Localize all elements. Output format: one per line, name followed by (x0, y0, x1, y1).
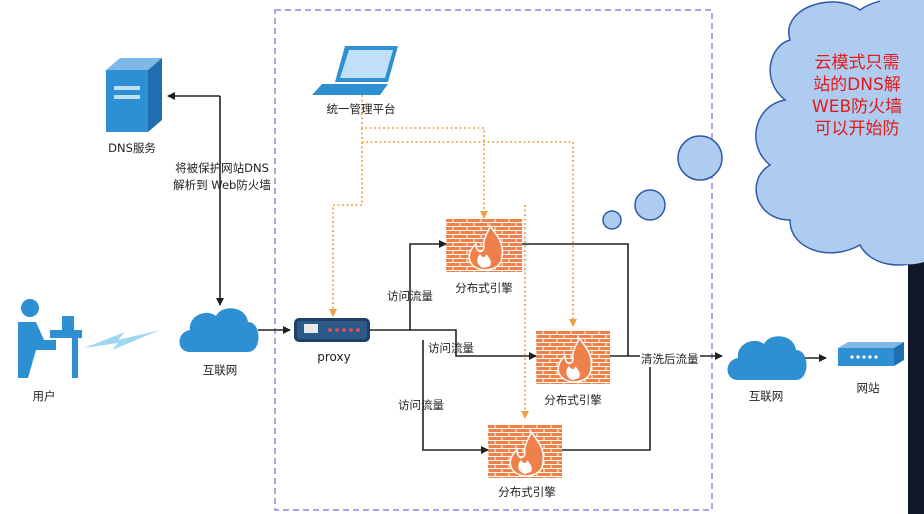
management-platform-label: 统一管理平台 (326, 102, 396, 116)
thought-cloud-edge (878, 0, 924, 265)
engine-bottom-output-line (562, 356, 651, 451)
thought-cloud-line1: 云模式只需 (814, 53, 900, 73)
mgmt-to-proxy-line (329, 142, 363, 317)
internet-right-label: 互联网 (748, 389, 784, 403)
thought-cloud-line2: 站的DNS解 (813, 75, 901, 95)
thought-bubble-large (677, 135, 723, 181)
internet-cloud-right-icon (727, 336, 807, 380)
website-label: 网站 (856, 381, 880, 395)
mgmt-to-engine-top-line (361, 95, 488, 219)
waf-boundary-frame (274, 9, 713, 511)
management-lines (329, 95, 577, 419)
firewall-engine-middle-icon (536, 330, 610, 384)
dns-server-icon (106, 58, 162, 132)
wireless-link-icon (84, 330, 160, 350)
user-icon (18, 299, 82, 378)
engine-top-output-line (522, 243, 629, 356)
firewall-engine-top-icon (446, 218, 522, 272)
proxy-label: proxy (317, 350, 351, 364)
dns-note-line1: 将被保护网站DNS (175, 161, 269, 175)
website-device-icon (838, 342, 904, 366)
thought-cloud-line4: 可以开始防 (814, 119, 900, 139)
dns-service-label: DNS服务 (108, 141, 156, 155)
flow-label-middle: 访问流量 (428, 341, 474, 355)
flow-label-top: 访问流量 (387, 289, 433, 303)
proxy-device-icon (294, 318, 370, 342)
proxy-to-engine-top-arrow (370, 240, 447, 331)
internet-left-label: 互联网 (202, 363, 238, 377)
user-label: 用户 (32, 389, 56, 403)
laptop-icon (312, 46, 398, 95)
thought-cloud-line3: WEB防火墙 (811, 97, 903, 117)
dns-note-line2: 解析到 Web防火墙 (173, 178, 271, 192)
engine-bottom-label: 分布式引擎 (498, 485, 556, 499)
mgmt-to-engine-middle-line (361, 128, 577, 327)
proxy-to-engine-bottom-arrow (422, 340, 489, 454)
thought-cloud-text: 云模式只需 站的DNS解 WEB防火墙 可以开始防 (790, 52, 924, 140)
thought-bubble-medium (634, 189, 666, 221)
thought-bubble-small (602, 210, 622, 230)
firewall-engine-bottom-icon (488, 424, 562, 478)
internet-cloud-left-icon (179, 308, 259, 352)
clean-traffic-label: 清洗后流量 (640, 351, 700, 367)
flow-label-bottom: 访问流量 (398, 398, 444, 412)
engine-top-label: 分布式引擎 (455, 281, 513, 295)
proxy-to-engine-middle-arrow (410, 329, 537, 360)
engine-middle-label: 分布式引擎 (544, 393, 602, 407)
